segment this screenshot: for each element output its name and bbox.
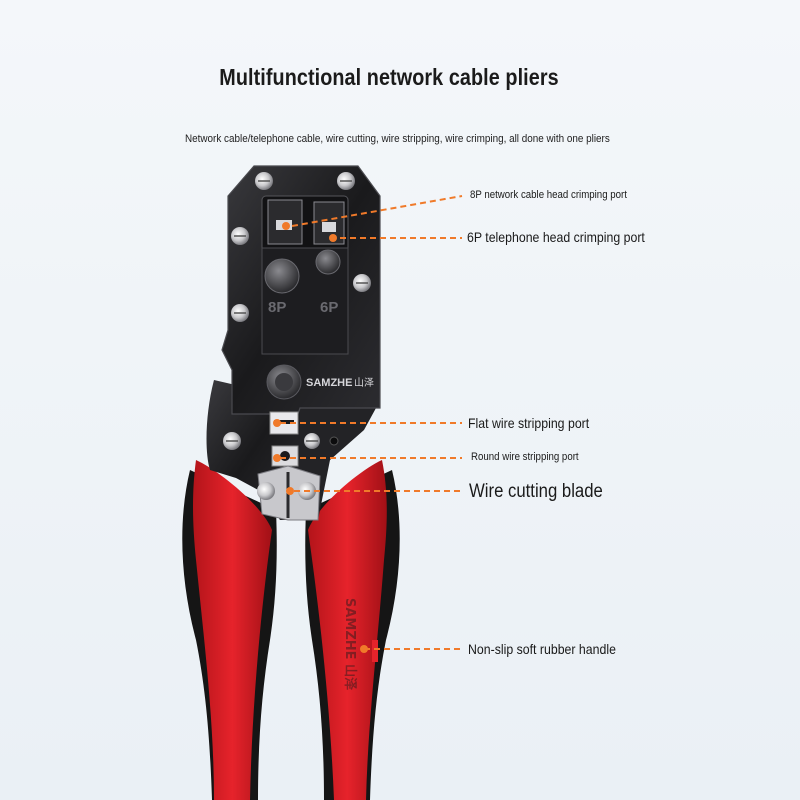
page-subtitle: Network cable/telephone cable, wire cutt…	[185, 133, 610, 145]
callout-dots	[273, 222, 368, 653]
callout-round-stripping-port: Round wire stripping port	[471, 451, 579, 463]
left-handle	[182, 460, 277, 800]
callout-lines	[280, 195, 463, 650]
callout-8p-crimping-port: 8P network cable head crimping port	[470, 189, 627, 201]
die-8p	[267, 199, 303, 245]
brand-logo-text: SAMZHE	[306, 377, 352, 389]
die-6p-label: 6P	[320, 299, 338, 316]
right-handle	[305, 460, 400, 800]
die-8p-label: 8P	[268, 299, 286, 316]
callout-rubber-handle: Non-slip soft rubber handle	[468, 641, 616, 657]
page-title: Multifunctional network cable pliers	[219, 64, 559, 90]
brand-cn-text: 山泽	[354, 377, 374, 389]
callout-6p-crimping-port: 6P telephone head crimping port	[467, 229, 645, 245]
callout-flat-stripping-port: Flat wire stripping port	[468, 415, 590, 431]
callout-cutting-blade: Wire cutting blade	[469, 481, 603, 502]
handle-brand-text: SAMZHE 山泽	[342, 598, 358, 691]
